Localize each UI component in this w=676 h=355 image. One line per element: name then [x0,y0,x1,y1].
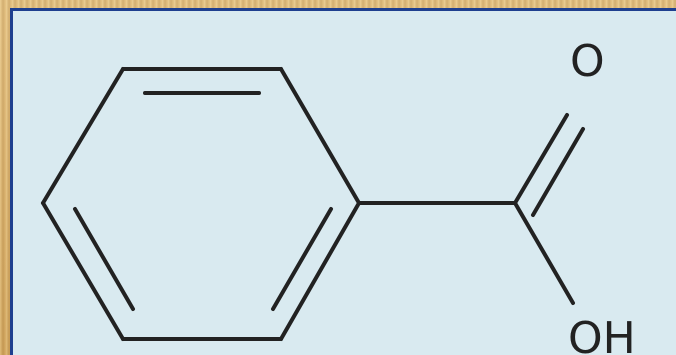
ring-bond-upper-right [279,67,361,205]
ring-bond-lower-left [41,201,125,341]
structural-formula: O OH [41,36,636,355]
ring-double-bond-left [73,207,135,311]
hydroxyl-atom-label: OH [568,313,636,355]
structure-panel: O OH [10,8,676,355]
oxygen-atom-label: O [570,36,605,87]
hydroxyl-bond [513,201,575,305]
ring-bond-lower-right [279,201,361,341]
carbonyl-bond-1 [513,113,569,205]
ring-bond-upper-left [41,67,125,205]
carbonyl-bond-2 [531,127,585,217]
ring-double-bond-right [271,207,333,311]
